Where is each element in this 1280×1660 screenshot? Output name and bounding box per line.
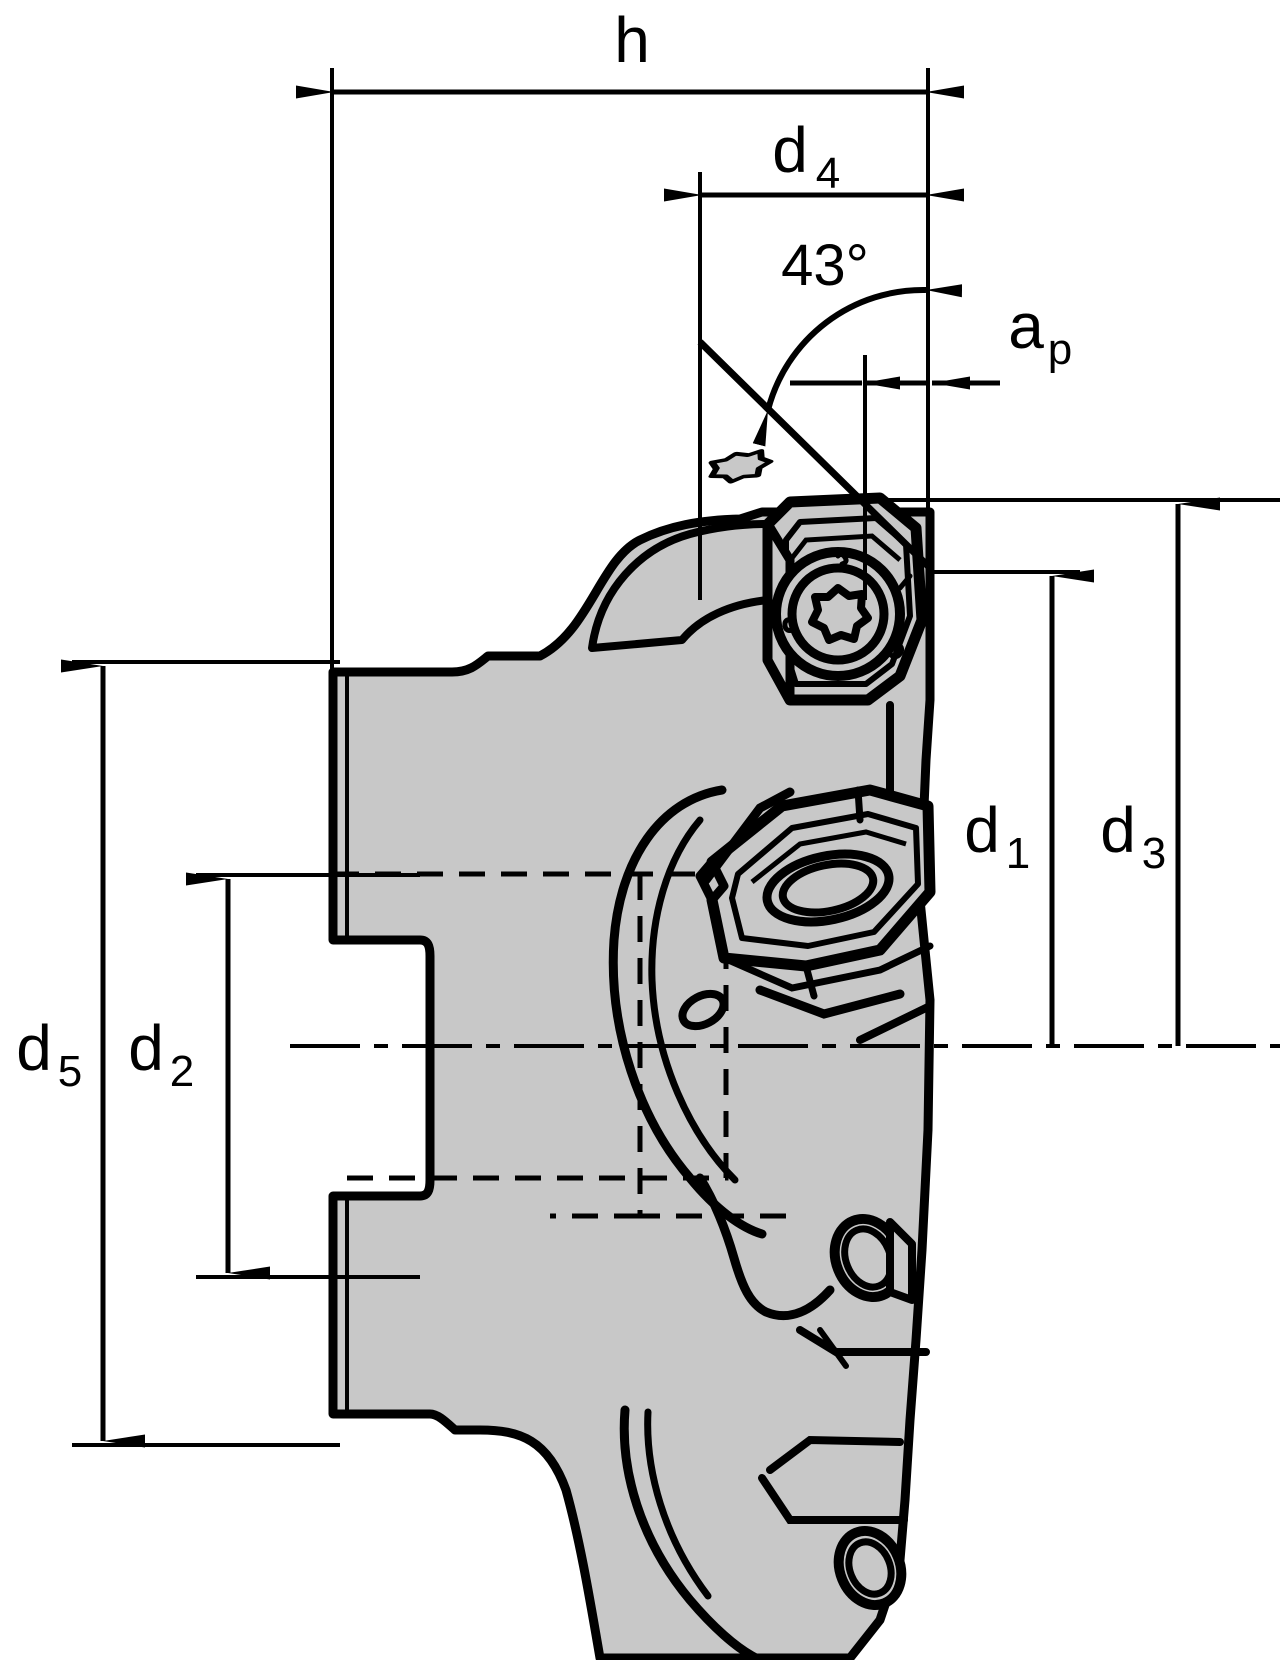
insert-lower-cutting-edge [695,857,729,905]
coolant-hole [678,989,728,1031]
dimension-d5: d 5 [16,659,145,1448]
dim-label-ap-sub: p [1048,325,1072,374]
chip-gullet-lower [619,1405,761,1660]
insert-lower-screw-head [778,859,878,917]
dim-label-d4-sub: 4 [816,149,840,198]
dim-label-d1-sub: 1 [1006,829,1030,878]
angle-leg-diagonal [697,339,933,571]
dim-label-d4: d [772,114,808,186]
insert-lower-lead-line [701,787,795,885]
insert-top [762,492,928,706]
dimension-ap: a p [790,290,1072,390]
dim-label-d3-sub: 3 [1142,829,1166,878]
dim-label-d1: d [964,794,1000,866]
chip-gullet-lower-inner [644,1408,712,1600]
relief-face-lower-2 [817,1327,849,1369]
dimension-d4: d 4 [664,114,964,202]
dim-label-d2-sub: 2 [170,1047,194,1096]
dimension-d1: d 1 [964,569,1094,1046]
insert-lower-chamfer [729,811,921,949]
insert-lower [695,449,936,1000]
insert-top-index-marks [782,548,913,660]
hidden-bore [333,871,790,1219]
torx-star-icon-lower [708,449,774,484]
relief-face-bottom [766,1435,904,1474]
flute-pocket-inner [648,816,739,1184]
gullet-notch [695,1173,835,1321]
coolant-bore-side [829,1214,916,1304]
dimension-h: h [296,4,964,99]
dim-label-d3: d [1100,794,1136,866]
dim-label-h: h [614,4,650,76]
insert-lower-seat-line [750,829,907,884]
dimension-d3: d 3 [1100,497,1220,1046]
dim-label-ap: a [1008,290,1044,362]
insert-lower-face-edges [720,786,934,1000]
dim-label-d2: d [128,1012,164,1084]
dim-label-d5-sub: 5 [58,1047,82,1096]
dimension-d2: d 2 [128,872,270,1280]
dim-label-d5: d [16,1012,52,1084]
body-upper-lobe [588,520,772,652]
angle-arc [752,284,963,447]
coolant-bore-bottom [833,1526,907,1610]
bottom-step-edge [758,1474,908,1524]
tool-body-group [328,449,936,1660]
dimension-angle-43: 43° [697,233,963,571]
insert-top-seat-line [790,533,902,562]
insert-pocket-shelf [755,985,905,1019]
dim-label-43deg: 43° [781,233,869,298]
torx-star-icon-top [808,584,872,644]
